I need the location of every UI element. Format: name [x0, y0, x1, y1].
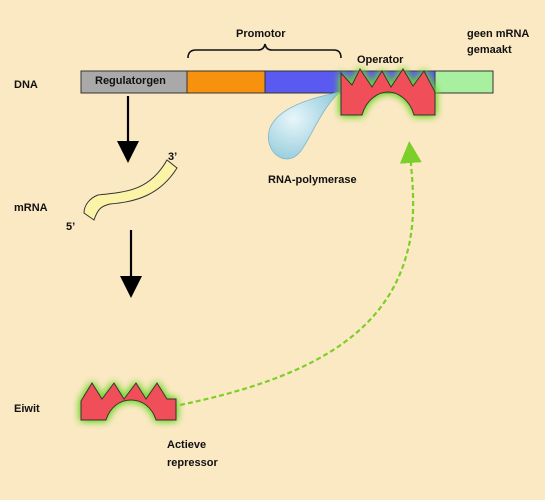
dna-label: DNA	[14, 79, 38, 91]
gene-segment	[434, 70, 494, 94]
actieve-repressor-label-line2: repressor	[167, 457, 218, 469]
regulatorgen-label: Regulatorgen	[95, 75, 166, 87]
mrna-strand	[83, 159, 178, 221]
actieve-repressor-label-line1: Actieve	[167, 439, 207, 451]
operator-label: Operator	[357, 54, 404, 66]
promotor-segment-2	[264, 70, 342, 94]
promotor-segment-1	[186, 70, 266, 94]
repressor-binding-arrow	[179, 141, 422, 407]
rna-polymerase-shape	[268, 91, 342, 160]
mrna-5-end-label: 5’	[66, 221, 76, 233]
promotor-bracket	[187, 43, 342, 59]
geen-mrna-label-line1: geen mRNA	[467, 28, 530, 40]
mrna-3-end-label: 3’	[168, 151, 178, 163]
mrna-label: mRNA	[14, 202, 48, 214]
bound-repressor	[340, 68, 436, 116]
geen-mrna-label-line2: gemaakt	[467, 44, 512, 56]
eiwit-label: Eiwit	[14, 403, 40, 415]
free-repressor	[80, 382, 177, 421]
rna-polymerase-label: RNA-polymerase	[268, 174, 357, 186]
promotor-label: Promotor	[236, 28, 286, 40]
